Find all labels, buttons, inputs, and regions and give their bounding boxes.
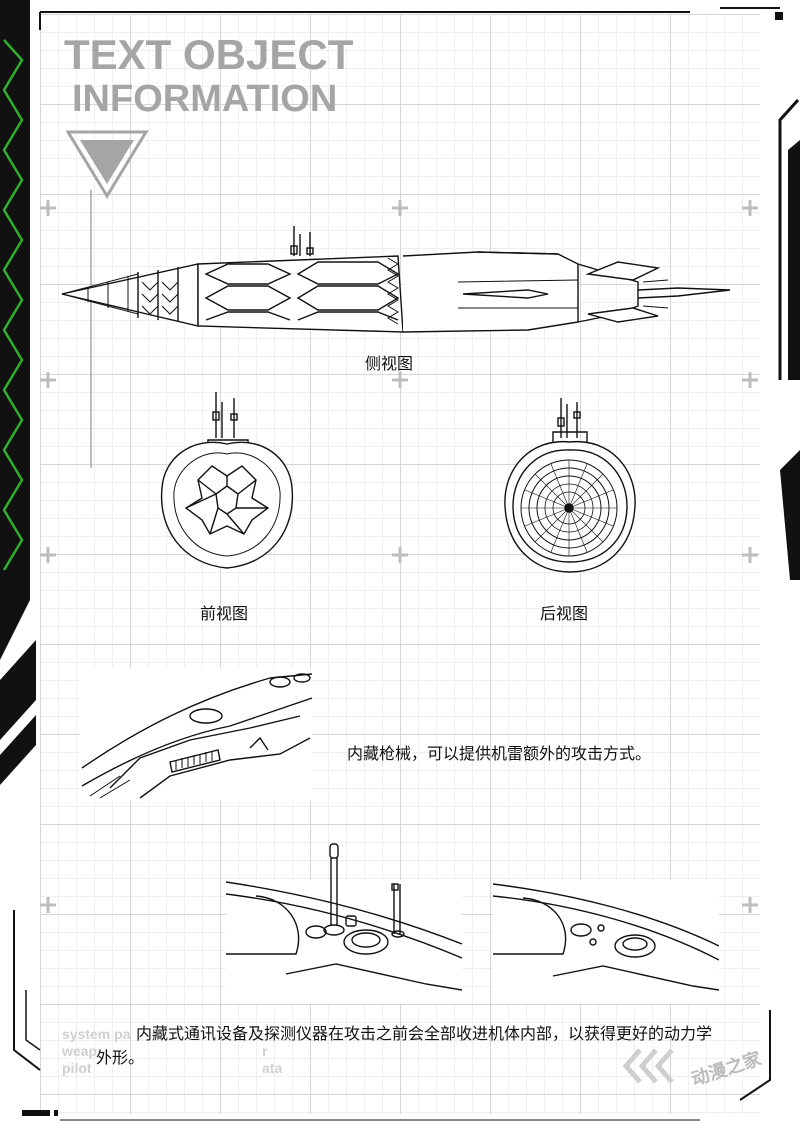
watermark-line-2: weap — [62, 1043, 98, 1059]
watermark-line-1: system pa — [62, 1026, 131, 1042]
front-view-label: 前视图 — [200, 604, 249, 623]
weapon-description: 内藏枪械，可以提供机雷额外的攻击方式。 — [347, 744, 652, 763]
antenna-retracted-drawing — [493, 880, 719, 1004]
triangle-icon — [66, 130, 149, 468]
rear-view-label: 后视图 — [540, 604, 589, 623]
comms-description: 内藏式通讯设备及探测仪器在攻击之前会全部收进机体内部，以获得更好的动力学外形。 — [96, 1024, 713, 1067]
antenna-extended-drawing — [226, 843, 462, 1004]
rear-view-drawing — [504, 398, 636, 573]
front-view-drawing — [160, 392, 294, 569]
watermark-tail-2: r — [262, 1043, 268, 1059]
side-view-label: 侧视图 — [365, 354, 414, 373]
system-watermark: system pa weap pilot — [62, 1026, 130, 1077]
title-line-1: TEXT OBJECT — [64, 31, 354, 78]
side-view-drawing — [61, 226, 731, 333]
chevron-arrows-icon — [622, 1048, 674, 1084]
title-line-2: INFORMATION — [72, 78, 338, 120]
watermark-line-3: pilot — [62, 1060, 92, 1076]
page-title: TEXT OBJECT INFORMATION — [64, 31, 354, 120]
weapon-detail-drawing — [80, 668, 312, 800]
watermark-tail-3: ata — [262, 1060, 283, 1076]
